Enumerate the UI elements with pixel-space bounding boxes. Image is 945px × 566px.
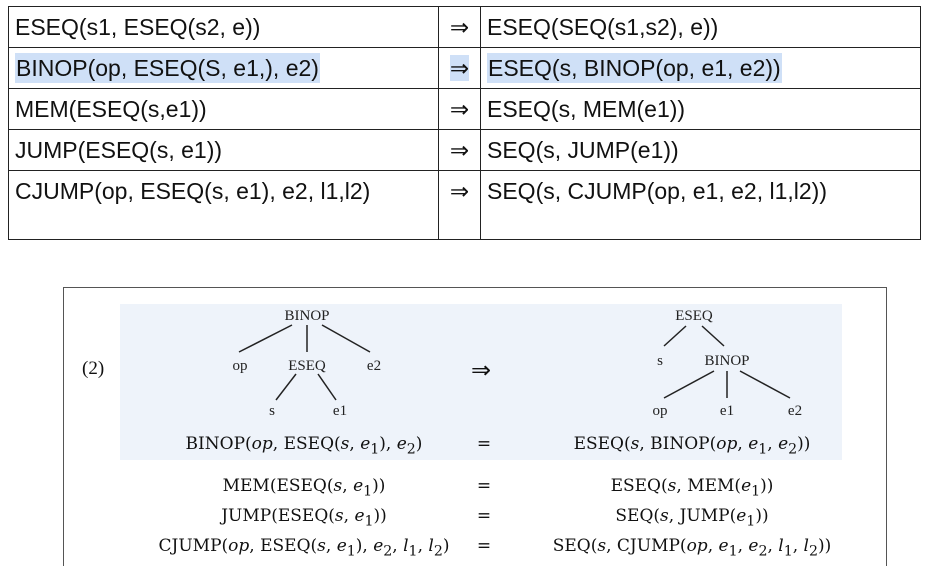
tree-edge: [701, 325, 725, 347]
tree-edge: [663, 325, 687, 347]
rewrite-rules-table: ESEQ(s1, ESEQ(s2, e)) ⇒ ESEQ(SEQ(s1,s2),…: [8, 6, 921, 240]
tree-edge: [663, 370, 715, 399]
rule-lhs[interactable]: CJUMP(op, ESEQ(s, e1), e2, l1,l2): [8, 170, 439, 240]
rewrite-arrow-icon: ⇒: [438, 6, 481, 48]
rule-rhs[interactable]: SEQ(s, CJUMP(op, e1, e2, l1,l2)): [480, 170, 921, 240]
rule-rhs[interactable]: ESEQ(s, MEM(e1)): [480, 88, 921, 130]
tree-node: ESEQ: [675, 308, 713, 324]
tree-edge: [739, 370, 791, 399]
equals-sign: =: [476, 506, 492, 526]
selected-arrow-icon: ⇒: [449, 55, 470, 81]
tree-node: e1: [333, 403, 347, 419]
tree-node: ESEQ: [288, 358, 326, 374]
tree-edge: [321, 324, 371, 353]
table-row: JUMP(ESEQ(s, e1)) ⇒ SEQ(s, JUMP(e1)): [8, 129, 921, 171]
rule-lhs[interactable]: MEM(ESEQ(s,e1)): [8, 88, 439, 130]
rule-rhs[interactable]: SEQ(s, JUMP(e1)): [480, 129, 921, 171]
equation-lhs: MEM(ESEQ(s, e1)): [222, 476, 386, 500]
rewrite-arrow-icon: ⇒: [438, 170, 481, 240]
rule-lhs[interactable]: ESEQ(s1, ESEQ(s2, e)): [8, 6, 439, 48]
rule-rhs[interactable]: ESEQ(SEQ(s1,s2), e)): [480, 6, 921, 48]
table-row: ESEQ(s1, ESEQ(s2, e)) ⇒ ESEQ(SEQ(s1,s2),…: [8, 6, 921, 48]
equation-rhs: SEQ(s, JUMP(e1)): [615, 506, 769, 530]
rule-lhs[interactable]: JUMP(ESEQ(s, e1)): [8, 129, 439, 171]
figure-number: (2): [82, 358, 105, 379]
tree-edge: [238, 324, 293, 353]
equation-lhs: JUMP(ESEQ(s, e1)): [221, 506, 387, 530]
tree-node: e1: [720, 403, 734, 419]
table-row: MEM(ESEQ(s,e1)) ⇒ ESEQ(s, MEM(e1)): [8, 88, 921, 130]
table-row: CJUMP(op, ESEQ(s, e1), e2, l1,l2) ⇒ SEQ(…: [8, 170, 921, 240]
tree-node: s: [657, 353, 663, 369]
tree-node: e2: [367, 358, 381, 374]
selected-text[interactable]: ESEQ(s, BINOP(op, e1, e2)): [487, 53, 782, 83]
tree-node: op: [233, 358, 248, 374]
equals-sign: =: [476, 476, 492, 496]
equation-rhs: SEQ(s, CJUMP(op, e1, e2, l1, l2)): [552, 536, 832, 560]
rule-rhs[interactable]: ESEQ(s, BINOP(op, e1, e2)): [480, 47, 921, 89]
rewrite-arrow-icon: ⇒: [438, 129, 481, 171]
tree-diagrams: BINOP op ESEQ e2 s e1 ESEQ s BINOP op e1…: [233, 308, 803, 419]
tree-node: BINOP: [284, 308, 329, 324]
selected-text[interactable]: BINOP(op, ESEQ(S, e1,), e2): [15, 53, 320, 83]
tree-node: s: [269, 403, 275, 419]
equation-lhs: BINOP(op, ESEQ(s, e1), e2): [185, 434, 423, 458]
left-tree: BINOP op ESEQ e2 s e1: [233, 308, 382, 419]
tree-node: e2: [788, 403, 802, 419]
rewrite-arrow-icon: ⇒: [438, 88, 481, 130]
equals-sign: =: [476, 536, 492, 556]
table-row-selected: BINOP(op, ESEQ(S, e1,), e2) ⇒ ESEQ(s, BI…: [8, 47, 921, 89]
rewrite-arrow-icon: ⇒: [471, 356, 492, 384]
equation-lhs: CJUMP(op, ESEQ(s, e1), e2, l1, l2): [158, 536, 450, 560]
tree-edge: [317, 373, 337, 401]
equation-rhs: ESEQ(s, BINOP(op, e1, e2)): [573, 434, 811, 458]
equals-sign: =: [476, 434, 492, 454]
highlighted-region: [120, 304, 842, 460]
rule-lhs[interactable]: BINOP(op, ESEQ(S, e1,), e2): [8, 47, 439, 89]
rewrite-arrow-icon: ⇒: [438, 47, 481, 89]
equation-rhs: ESEQ(s, MEM(e1)): [610, 476, 774, 500]
tree-edge: [275, 373, 297, 401]
tree-node: op: [653, 403, 668, 419]
tree-node: BINOP: [704, 353, 749, 369]
rewrite-figure: (2) BINOP op ESEQ e2 s e1 ESEQ s BINOP o…: [63, 287, 887, 566]
right-tree: ESEQ s BINOP op e1 e2: [653, 308, 803, 419]
